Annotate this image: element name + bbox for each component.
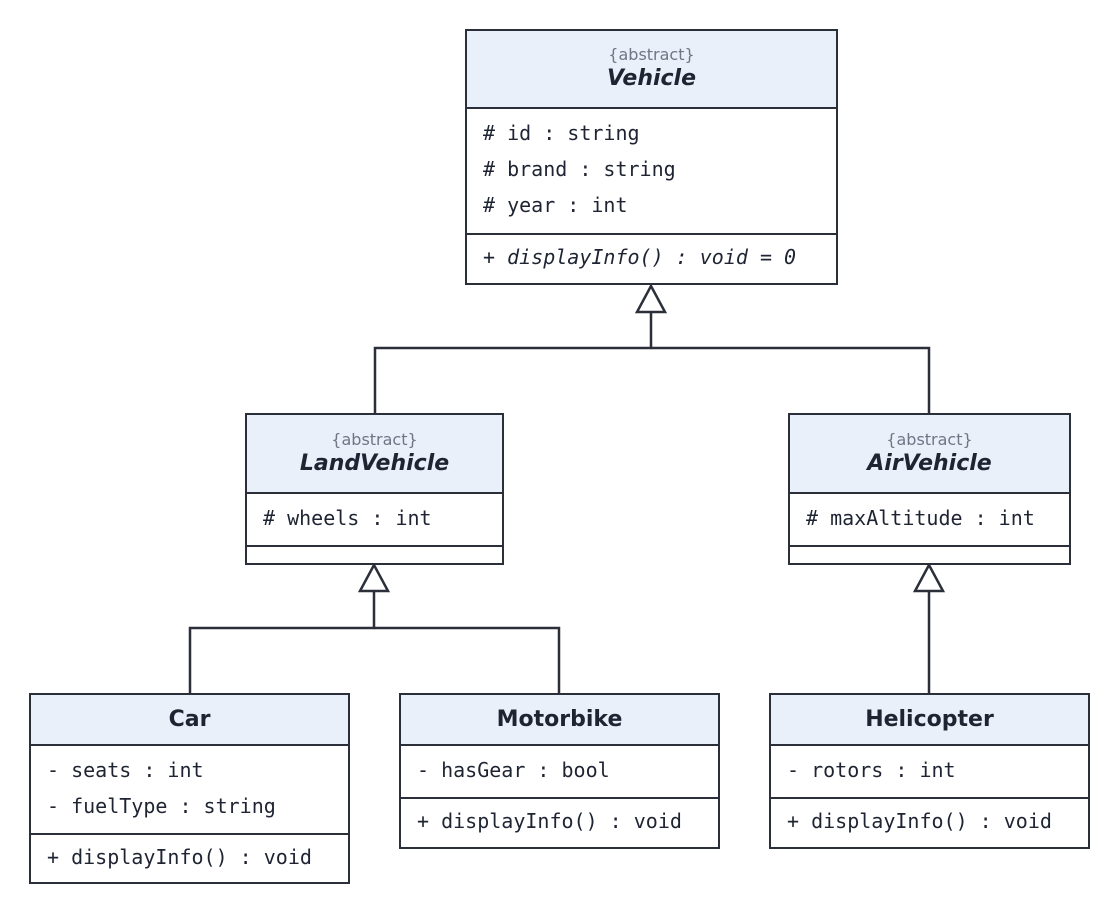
class-vehicle[interactable]: {abstract} Vehicle # id : string # brand… bbox=[465, 29, 838, 285]
class-landvehicle[interactable]: {abstract} LandVehicle # wheels : int bbox=[245, 413, 504, 565]
connector-airvehicle-vehicle bbox=[651, 346, 931, 413]
class-airvehicle[interactable]: {abstract} AirVehicle # maxAltitude : in… bbox=[788, 413, 1071, 565]
connector-landvehicle-vehicle bbox=[373, 312, 653, 413]
class-header: Motorbike bbox=[401, 695, 718, 746]
attributes-compartment: # id : string # brand : string # year : … bbox=[467, 109, 836, 235]
class-name: LandVehicle bbox=[299, 450, 450, 476]
methods-compartment: + displayInfo() : void = 0 bbox=[467, 235, 836, 275]
class-name: AirVehicle bbox=[867, 450, 992, 476]
class-header: {abstract} AirVehicle bbox=[790, 415, 1069, 494]
attributes-compartment: - hasGear : bool bbox=[401, 746, 718, 799]
class-car[interactable]: Car - seats : int - fuelType : string + … bbox=[29, 693, 350, 884]
attributes-compartment: # wheels : int bbox=[247, 494, 502, 547]
attributes-compartment: - seats : int - fuelType : string bbox=[31, 746, 348, 835]
stereotype-label: {abstract} bbox=[608, 45, 695, 64]
attribute: # maxAltitude : int bbox=[806, 506, 1035, 530]
attributes-compartment: # maxAltitude : int bbox=[790, 494, 1069, 547]
stereotype-label: {abstract} bbox=[331, 429, 418, 449]
attribute: # id : string bbox=[483, 121, 640, 145]
attribute: - seats : int bbox=[47, 758, 204, 782]
attribute: # wheels : int bbox=[263, 506, 432, 530]
class-name: Vehicle bbox=[606, 66, 697, 91]
attribute: - fuelType : string bbox=[47, 794, 276, 818]
method: + displayInfo() : void bbox=[47, 845, 312, 869]
connector-car-landvehicle bbox=[188, 591, 376, 693]
class-helicopter[interactable]: Helicopter - rotors : int + displayInfo(… bbox=[769, 693, 1090, 849]
attribute: - rotors : int bbox=[787, 758, 956, 782]
method: + displayInfo() : void bbox=[787, 809, 1052, 833]
stereotype-label: {abstract} bbox=[886, 429, 973, 449]
methods-compartment bbox=[790, 547, 1069, 563]
method: + displayInfo() : void = 0 bbox=[483, 245, 797, 269]
methods-compartment: + displayInfo() : void bbox=[771, 799, 1088, 839]
attribute: # brand : string bbox=[483, 157, 676, 181]
methods-compartment: + displayInfo() : void bbox=[401, 799, 718, 839]
class-header: {abstract} Vehicle bbox=[467, 31, 836, 109]
connector-motorbike-landvehicle bbox=[374, 626, 561, 693]
class-name: Motorbike bbox=[496, 706, 623, 732]
generalization-arrow-airvehicle bbox=[912, 562, 946, 593]
method: + displayInfo() : void bbox=[417, 809, 682, 833]
class-header: {abstract} LandVehicle bbox=[247, 415, 502, 494]
methods-compartment bbox=[247, 547, 502, 563]
attribute: - hasGear : bool bbox=[417, 758, 610, 782]
generalization-arrow-vehicle bbox=[634, 283, 668, 314]
attributes-compartment: - rotors : int bbox=[771, 746, 1088, 799]
class-header: Helicopter bbox=[771, 695, 1088, 746]
attribute: # year : int bbox=[483, 193, 628, 217]
generalization-arrow-landvehicle bbox=[357, 562, 391, 593]
class-header: Car bbox=[31, 695, 348, 746]
class-motorbike[interactable]: Motorbike - hasGear : bool + displayInfo… bbox=[399, 693, 720, 849]
class-name: Helicopter bbox=[865, 706, 994, 732]
class-name: Car bbox=[168, 706, 211, 732]
methods-compartment: + displayInfo() : void bbox=[31, 835, 348, 875]
